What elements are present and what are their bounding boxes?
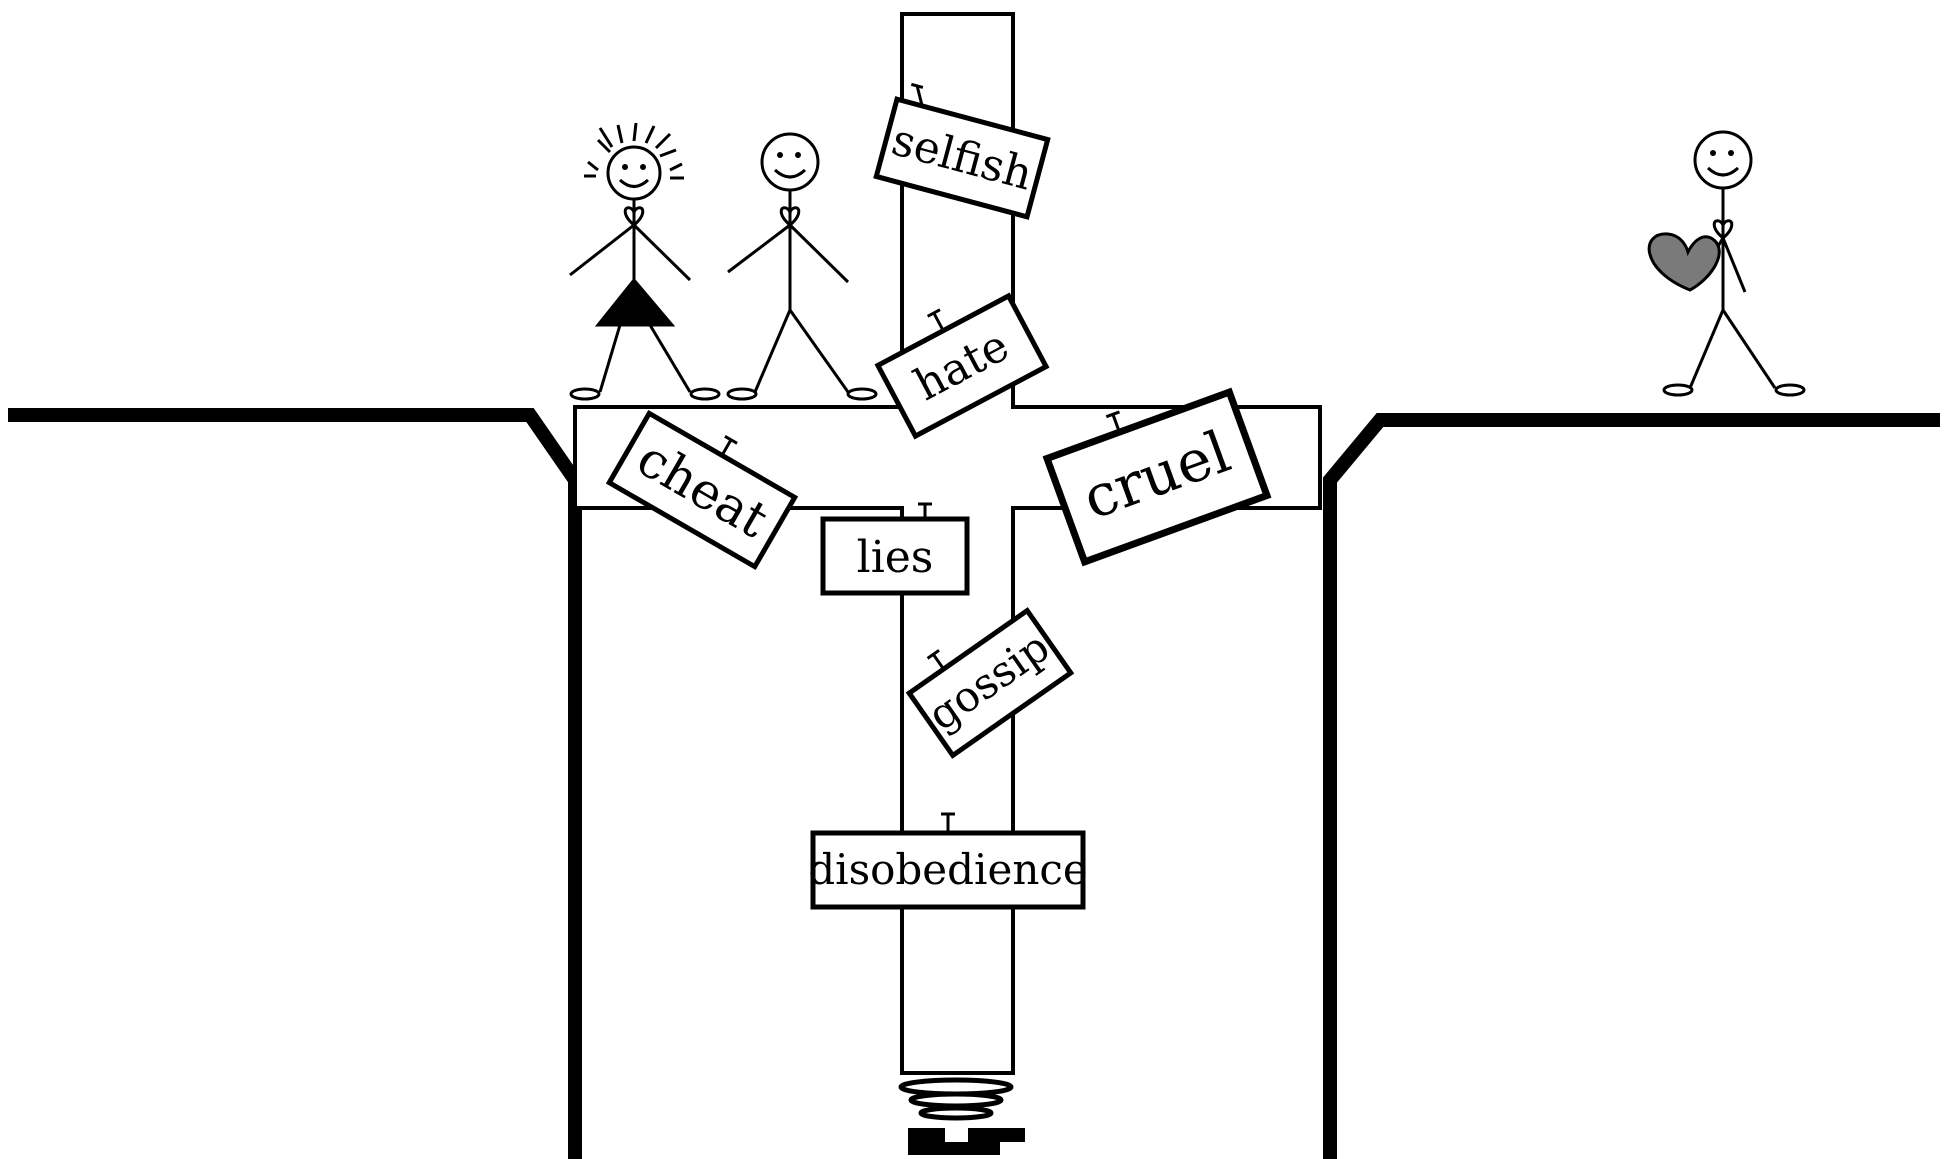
stick-figure-girl <box>569 122 721 401</box>
cross-base <box>898 1077 1025 1155</box>
chasm <box>8 408 1940 1159</box>
sign-cruel: cruel <box>1042 387 1272 567</box>
right-cliff-edge <box>1323 413 1940 1159</box>
sign-selfish: selfish <box>873 82 1051 220</box>
grey-heart-icon <box>1647 232 1721 292</box>
sign-gossip: gossip <box>905 607 1075 759</box>
stick-figure-right <box>1647 130 1806 397</box>
sign-disobedience-label: disobedience <box>808 845 1088 894</box>
stick-figure-boy <box>726 132 878 401</box>
sign-disobedience: disobedience <box>808 812 1088 910</box>
left-cliff-edge <box>8 408 582 1159</box>
sign-hate: hate <box>874 292 1050 440</box>
sign-lies: lies <box>820 502 970 596</box>
sign-lies-label: lies <box>857 532 934 583</box>
